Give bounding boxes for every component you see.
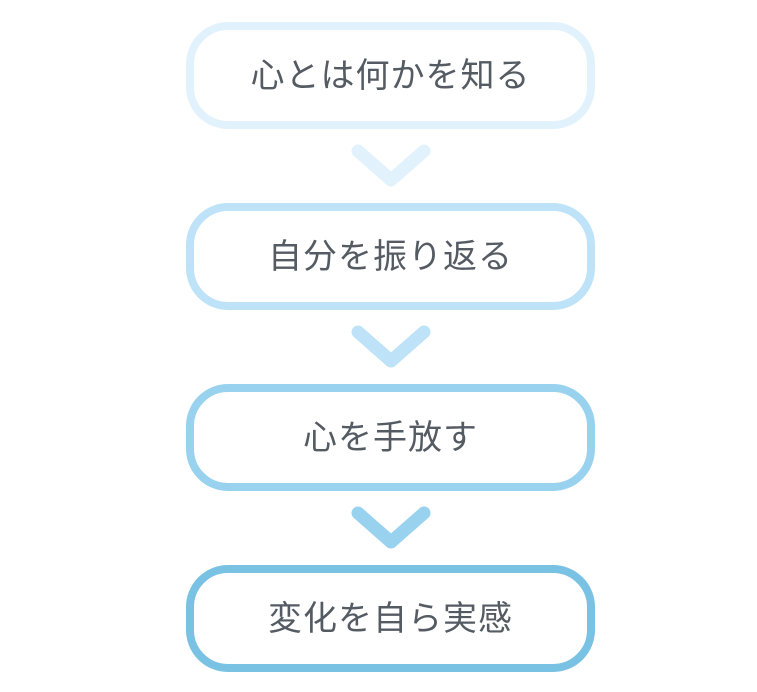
step-label-2: 自分を振り返る [268,237,513,276]
step-label-3: 心を手放す [303,418,478,457]
step-box-2: 自分を振り返る [186,203,595,310]
chevron-down-icon [351,506,430,549]
chevron-down-stroke [351,506,430,549]
step-label-1: 心とは何かを知る [250,56,531,95]
arrow-3 [350,491,432,565]
chevron-down-icon [351,325,430,368]
chevron-down-icon [351,144,430,187]
arrow-2 [350,310,432,384]
chevron-down-stroke [351,144,430,187]
step-box-4: 変化を自ら実感 [186,565,595,672]
step-label-4: 変化を自ら実感 [268,599,513,638]
arrow-1 [350,129,432,203]
step-box-1: 心とは何かを知る [186,22,595,129]
step-box-3: 心を手放す [186,384,595,491]
flow-column: 心とは何かを知る 自分を振り返る 心を手放す 変化を自ら実感 [186,22,595,672]
chevron-down-stroke [351,325,430,368]
